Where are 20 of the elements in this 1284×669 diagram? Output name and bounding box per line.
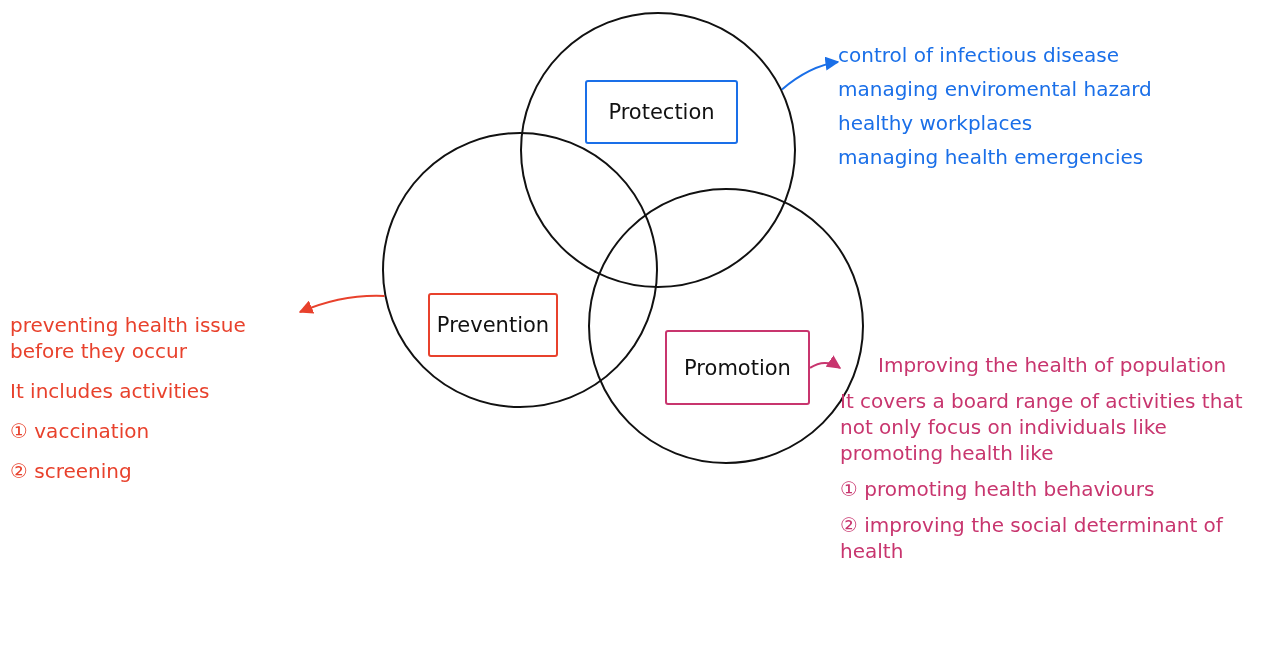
label-box: Prevention: [428, 293, 558, 357]
note-text: ① promoting health behaviours: [840, 476, 1156, 502]
note-text: healthy workplaces: [838, 110, 1034, 136]
label-box: Protection: [585, 80, 738, 144]
note-text: preventing health issue before they occur: [10, 312, 247, 364]
note-text: It includes activities: [10, 378, 211, 404]
arrow: [298, 294, 386, 314]
note-text: managing health emergencies: [838, 144, 1145, 170]
venn-circle: [382, 132, 658, 408]
note-text: control of infectious disease: [838, 42, 1120, 68]
note-text: ② improving the social determinant of health: [840, 512, 1225, 564]
arrow: [809, 355, 842, 369]
note-text: ① vaccination: [10, 418, 151, 444]
note-text: ② screening: [10, 458, 133, 484]
label-box: Promotion: [665, 330, 810, 405]
arrow: [781, 57, 840, 91]
note-text: managing enviromental hazard: [838, 76, 1153, 102]
venn-circle: [520, 12, 796, 288]
note-text: It covers a board range of activities that not only focus on individuals like promoting health like: [840, 388, 1244, 466]
note-text: Improving the health of population: [877, 352, 1228, 378]
